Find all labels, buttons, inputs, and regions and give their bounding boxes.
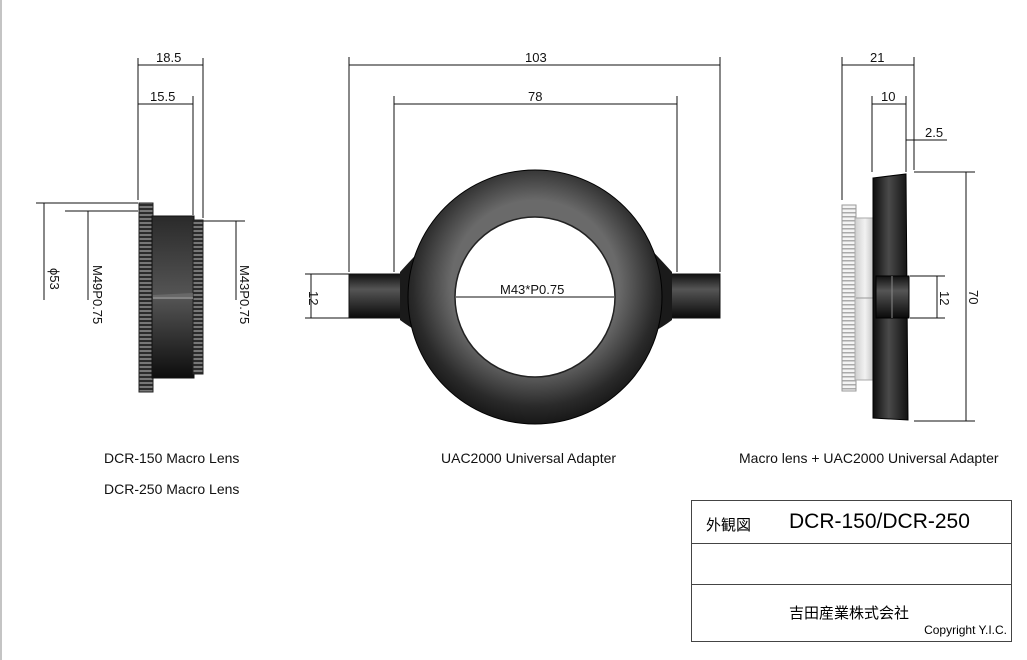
dim-combo-flange-width: 2.5 [925,125,943,140]
lens-barrel-groove [153,293,193,299]
dim-lens-diameter: ϕ53 [47,268,62,290]
lens-dimension-lines [36,58,245,300]
model-number: DCR-150/DCR-250 [789,510,970,533]
dim-combo-total-width: 21 [870,50,884,65]
dim-adapter-inner-width: 78 [528,89,542,104]
caption-lens-dcr150: DCR-150 Macro Lens [104,450,240,466]
title-block-row-empty [692,544,1011,585]
company-name: 吉田産業株式会社 [789,604,910,622]
drawing-type-label: 外観図 [706,516,752,534]
dim-adapter-total-width: 103 [525,50,547,65]
title-block-row-company: 吉田産業株式会社 Copyright Y.I.C. [692,585,1011,643]
combo-dimension-lines [841,57,975,422]
dim-lens-rear-thread: M43P0.75 [237,265,252,324]
title-block: 外観図 DCR-150/DCR-250 吉田産業株式会社 Copyright Y… [691,500,1012,642]
title-block-row-model: 外観図 DCR-150/DCR-250 [692,501,1011,544]
caption-adapter: UAC2000 Universal Adapter [441,450,617,466]
combo-side-view [841,173,910,421]
lens-side-view [138,202,204,393]
adapter-dimension-lines [305,57,721,319]
dim-lens-body-width: 15.5 [150,89,175,104]
dim-adapter-thread: M43*P0.75 [500,282,564,297]
dim-lens-front-thread: M49P0.75 [90,265,105,324]
combo-lens-barrel [854,217,876,381]
dim-combo-tab-height: 12 [937,291,952,305]
caption-combo: Macro lens + UAC2000 Universal Adapter [739,450,999,466]
dim-combo-height: 70 [966,290,981,304]
dim-adapter-tab-height: 12 [306,291,321,305]
lens-knurl-ring [138,202,154,393]
combo-knurl-ring [841,204,857,392]
dim-lens-total-width: 18.5 [156,50,181,65]
caption-lens-dcr250: DCR-250 Macro Lens [104,481,240,497]
lens-rear-thread [192,219,204,375]
copyright: Copyright Y.I.C. [924,623,1007,637]
dim-combo-adapter-width: 10 [881,89,895,104]
